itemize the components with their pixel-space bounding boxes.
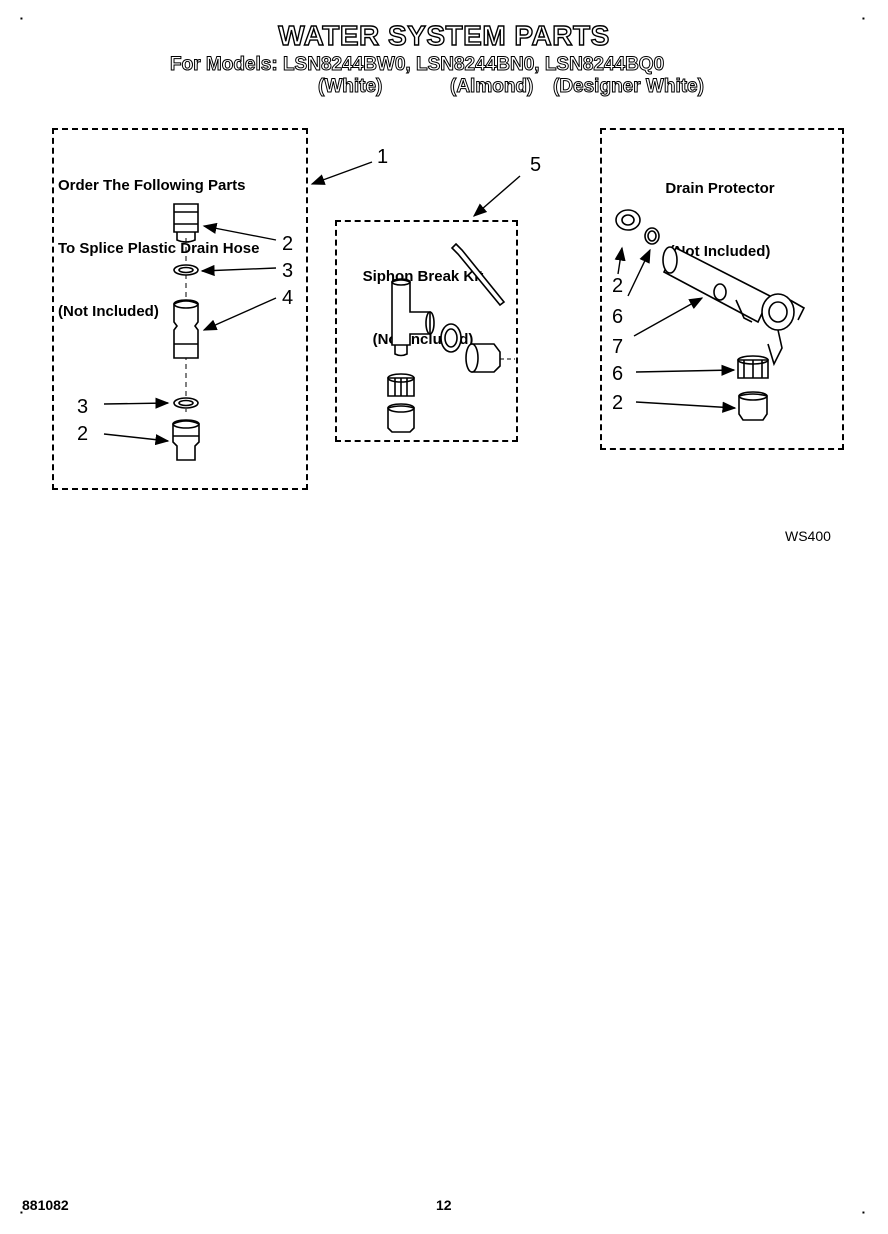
siphon-coupling-icon: [465, 343, 515, 373]
splice-label-line1: Order The Following Parts: [58, 177, 246, 194]
siphon-nut-icon: [387, 373, 415, 397]
color-almond: (Almond): [449, 76, 534, 98]
models-line: For Models: LSN8244BW0, LSN8244BN0, LSN8…: [169, 54, 665, 76]
callout-splice-2b: 2: [77, 423, 89, 445]
corner-mark-bottom-right: ▪: [862, 1208, 865, 1217]
callout-drain-2a: 2: [612, 275, 624, 297]
callout-1: 1: [377, 146, 389, 168]
callout-splice-3b: 3: [77, 396, 89, 418]
leader-drain-7: [633, 297, 704, 337]
callout-drain-6a: 6: [612, 306, 624, 328]
leader-splice-4: [202, 297, 277, 331]
siphon-tie-strap-icon: [450, 242, 506, 307]
splice-connector-top-icon: [173, 203, 199, 243]
corner-mark-bottom-left: ▪: [20, 1208, 23, 1217]
leader-drain-6a: [627, 248, 651, 297]
drain-protector-box: [600, 128, 844, 450]
siphon-tee-icon: [391, 278, 435, 357]
callout-splice-2a: 2: [282, 233, 294, 255]
drain-ring-bottom-icon: [737, 355, 769, 379]
drain-cap-icon: [738, 391, 768, 421]
drain-ring-top-icon: [644, 227, 660, 245]
corner-mark-top-left: ▪: [20, 14, 23, 23]
siphon-clamp-icon: [440, 323, 462, 353]
leader-splice-2a: [202, 222, 277, 241]
callout-splice-3a: 3: [282, 260, 294, 282]
leader-5: [472, 175, 521, 217]
splice-clamp-bottom-icon: [173, 397, 199, 409]
color-white: (White): [317, 76, 383, 98]
leader-drain-6b: [635, 364, 736, 376]
callout-splice-4: 4: [282, 287, 294, 309]
leader-splice-3a: [200, 264, 277, 277]
callout-drain-2b: 2: [612, 392, 624, 414]
splice-connector-bottom-icon: [172, 419, 200, 461]
callout-5: 5: [530, 154, 542, 176]
drain-fitting-icon: [615, 209, 641, 231]
drain-body-icon: [662, 246, 806, 367]
callout-drain-6b: 6: [612, 363, 624, 385]
splice-box-label: Order The Following Parts To Splice Plas…: [58, 133, 264, 343]
splice-parts-box: [52, 128, 308, 490]
page-title: WATER SYSTEM PARTS: [278, 19, 610, 51]
leader-1: [310, 161, 373, 185]
drain-label-line1: Drain Protector: [665, 180, 775, 197]
document-number: 881082: [22, 1197, 69, 1213]
figure-code: WS400: [785, 528, 831, 544]
leader-splice-2b: [103, 433, 170, 446]
callout-drain-7: 7: [612, 336, 624, 358]
page-number: 12: [436, 1197, 452, 1213]
siphon-cap-icon: [387, 403, 415, 433]
siphon-break-kit-box: [335, 220, 518, 442]
leader-splice-3b: [103, 397, 170, 409]
splice-label-line2: To Splice Plastic Drain Hose: [58, 240, 260, 257]
corner-mark-top-right: ▪: [862, 14, 865, 23]
splice-label-line3: (Not Included): [58, 303, 159, 320]
leader-drain-2a: [614, 246, 626, 275]
splice-tube-icon: [173, 299, 199, 359]
splice-clamp-top-icon: [173, 264, 199, 276]
color-designer-white: (Designer White): [553, 76, 705, 98]
leader-drain-2b: [635, 401, 737, 413]
